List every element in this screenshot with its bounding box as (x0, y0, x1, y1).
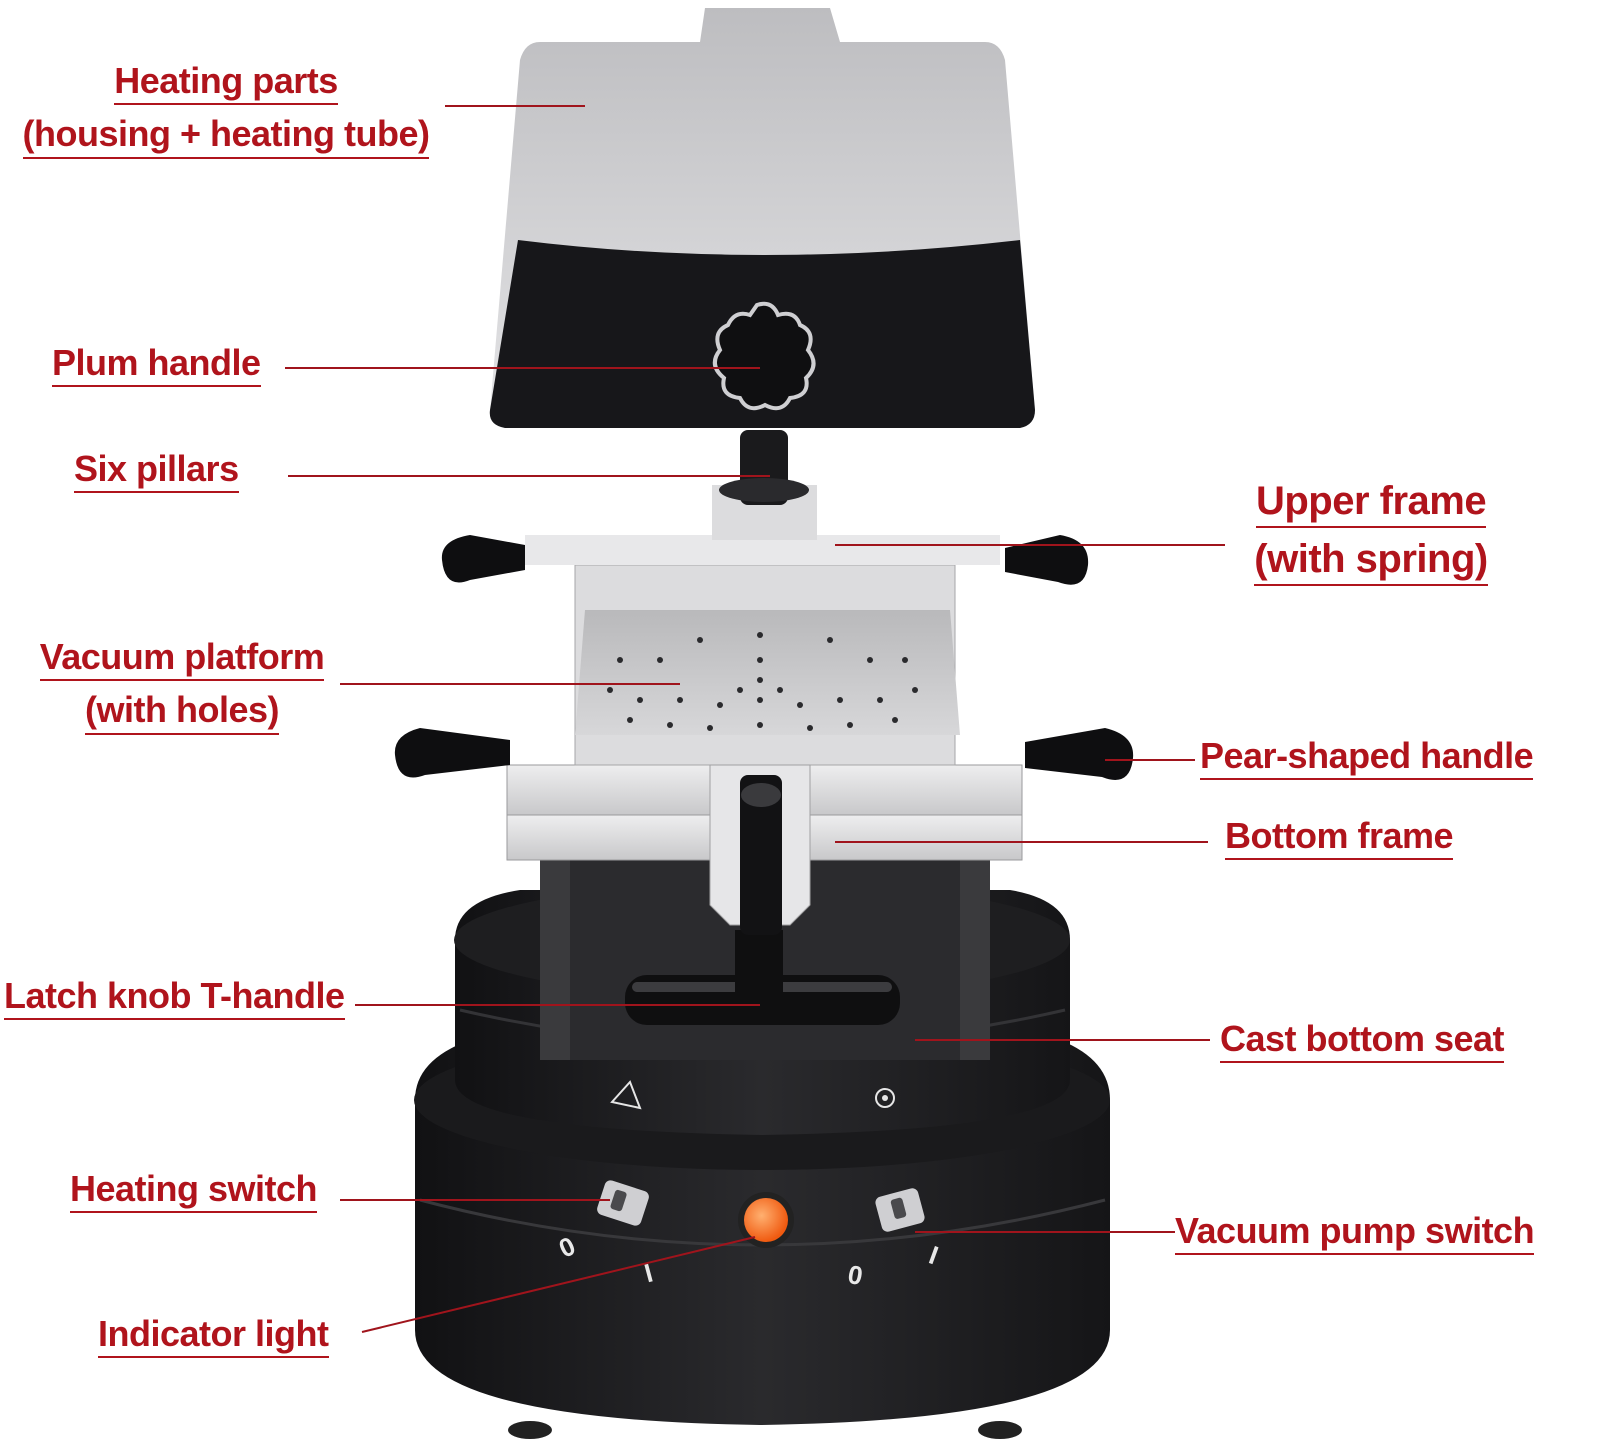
plum-handle (712, 301, 816, 411)
label-plum-handle: Plum handle (52, 342, 261, 395)
label-heating-parts-line2: (housing + heating tube) (22, 113, 430, 159)
base-markings (610, 1080, 895, 1110)
label-heating-switch: Heating switch (70, 1168, 318, 1221)
label-vacuum-pump-switch-text: Vacuum pump switch (1175, 1210, 1535, 1256)
label-plum-handle-text: Plum handle (52, 342, 261, 388)
pear-handles (394, 535, 1134, 780)
label-vacuum-platform-line1: Vacuum platform (39, 636, 325, 682)
label-cast-bottom-seat-text: Cast bottom seat (1220, 1018, 1505, 1064)
label-vacuum-platform-line2: (with holes) (85, 689, 280, 735)
machine-feet (508, 1421, 1022, 1439)
label-six-pillars: Six pillars (74, 448, 239, 501)
label-pear-handle: Pear-shaped handle (1200, 735, 1534, 788)
label-heating-switch-text: Heating switch (70, 1168, 318, 1214)
vacuum-pump-switch (875, 1188, 925, 1232)
triangle-warning-icon (610, 1080, 642, 1110)
pillar (712, 430, 817, 540)
label-upper-frame-line2: (with spring) (1254, 536, 1488, 586)
vacuum-platform (575, 610, 960, 735)
heating-switch (597, 1180, 649, 1226)
label-vacuum-platform: Vacuum platform (with holes) (28, 636, 336, 743)
label-cast-bottom-seat: Cast bottom seat (1220, 1018, 1505, 1071)
dial-mark-icon (875, 1088, 895, 1108)
label-heating-parts: Heating parts (housing + heating tube) (8, 60, 444, 167)
latch-t-handle (625, 930, 900, 1025)
label-upper-frame: Upper frame (with spring) (1236, 478, 1506, 594)
label-heating-parts-line1: Heating parts (114, 60, 338, 106)
label-upper-frame-line1: Upper frame (1255, 478, 1487, 528)
label-indicator-light-text: Indicator light (98, 1313, 329, 1359)
label-vacuum-pump-switch: Vacuum pump switch (1175, 1210, 1535, 1263)
label-pear-handle-text: Pear-shaped handle (1200, 735, 1534, 781)
label-indicator-light: Indicator light (98, 1313, 329, 1366)
label-bottom-frame-text: Bottom frame (1225, 815, 1454, 861)
latch-tube (709, 764, 811, 935)
leader-lines (285, 105, 1225, 1333)
platform-holes (607, 632, 918, 731)
label-six-pillars-text: Six pillars (74, 448, 239, 494)
label-latch-knob-text: Latch knob T-handle (4, 975, 345, 1021)
indicator-light (738, 1192, 794, 1248)
label-latch-knob: Latch knob T-handle (4, 975, 345, 1028)
label-bottom-frame: Bottom frame (1225, 815, 1454, 868)
